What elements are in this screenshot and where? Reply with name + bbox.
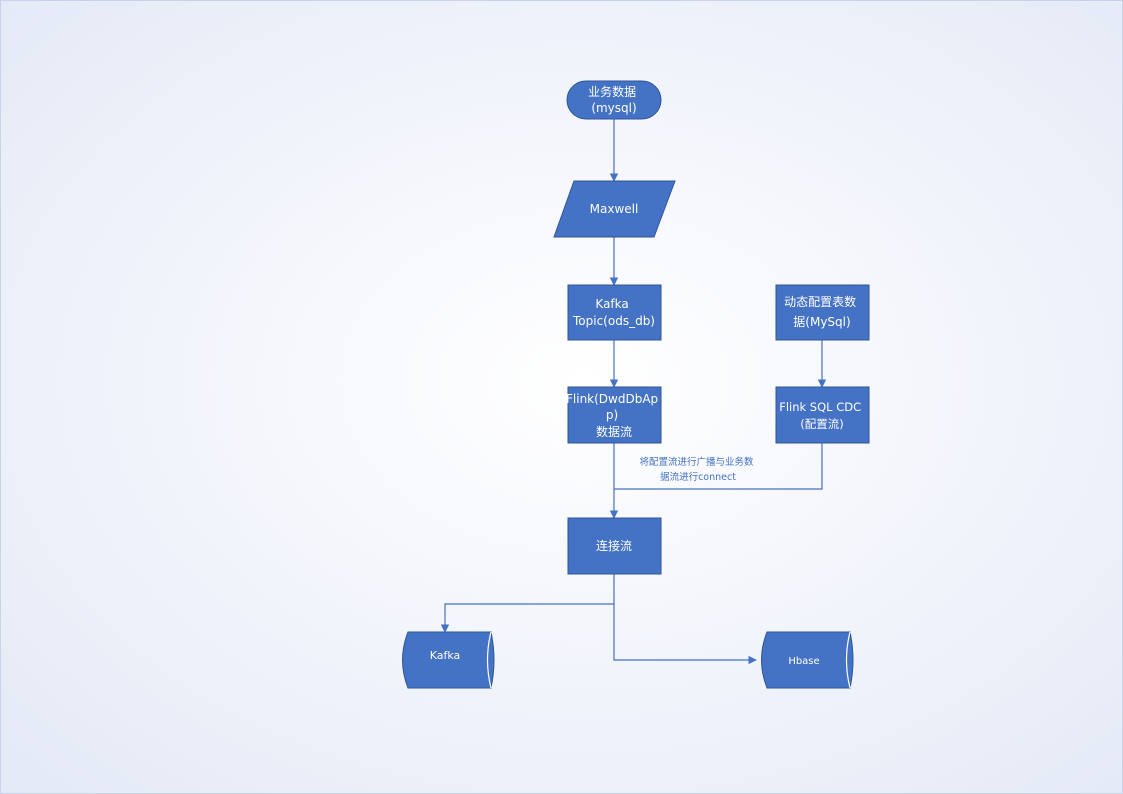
node-label: Flink SQL CDC (配置流) [779,400,865,431]
node-label: Hbase [788,656,819,667]
node-label: 业务数据 (mysql) [588,84,640,115]
node-maxwell: Maxwell [553,180,676,238]
annotation-line: 将配置流进行广播与业务数 [639,456,754,468]
node-business-data: 业务数据 (mysql) [566,80,662,120]
node-kafka-sink: Kafka [402,631,495,689]
terminator-shape [566,80,662,120]
edge-cdc-to-connect [614,443,823,490]
process-shape [567,284,662,341]
node-hbase-sink: Hbase [761,631,854,689]
edge-connect-to-hbase [613,604,757,665]
stored-data-edge [486,631,492,689]
edge-connect-to-kafka [440,574,615,633]
node-kafka-topic: Kafka Topic(ods_db) [567,284,662,341]
process-shape [567,386,662,444]
node-label: Kafka Topic(ods_db) [572,297,655,328]
process-shape [775,386,870,444]
annotation-line: 据流进行connect [660,471,736,483]
node-flink-dwd: Flink(DwdDbAp p) 数据流 [566,386,662,444]
connect-annotation: 将配置流进行广播与业务数 据流进行connect [639,456,756,483]
node-dynamic-config: 动态配置表数 据(MySql) [775,284,870,341]
node-flink-cdc: Flink SQL CDC (配置流) [775,386,870,444]
node-connect-stream: 连接流 [567,517,662,575]
node-label: Maxwell [590,202,639,216]
process-shape [567,517,662,575]
parallelogram-shape [553,180,676,238]
node-label: Flink(DwdDbAp p) 数据流 [566,392,662,439]
node-label: 连接流 [596,538,632,553]
node-label: 动态配置表数 据(MySql) [784,294,860,329]
node-label: Kafka [430,649,461,662]
process-shape [775,284,870,341]
stored-data-edge [845,631,851,689]
